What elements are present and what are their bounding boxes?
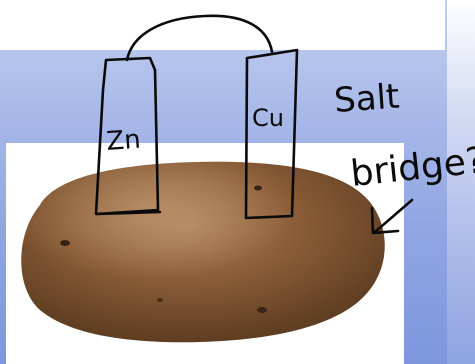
potato-eye	[60, 240, 70, 246]
potato-eye	[157, 298, 163, 302]
copper-label: Cu	[252, 104, 284, 132]
connecting-wire	[127, 16, 272, 60]
potato-skin-texture	[21, 162, 385, 343]
salt-bridge-label-line1: Salt	[333, 77, 401, 121]
potato-image	[21, 162, 385, 343]
zinc-label: Zn	[105, 125, 141, 157]
salt-bridge-label-line2: bridge?	[349, 140, 475, 195]
potato-eye	[257, 307, 267, 313]
potato-eye	[254, 186, 262, 191]
